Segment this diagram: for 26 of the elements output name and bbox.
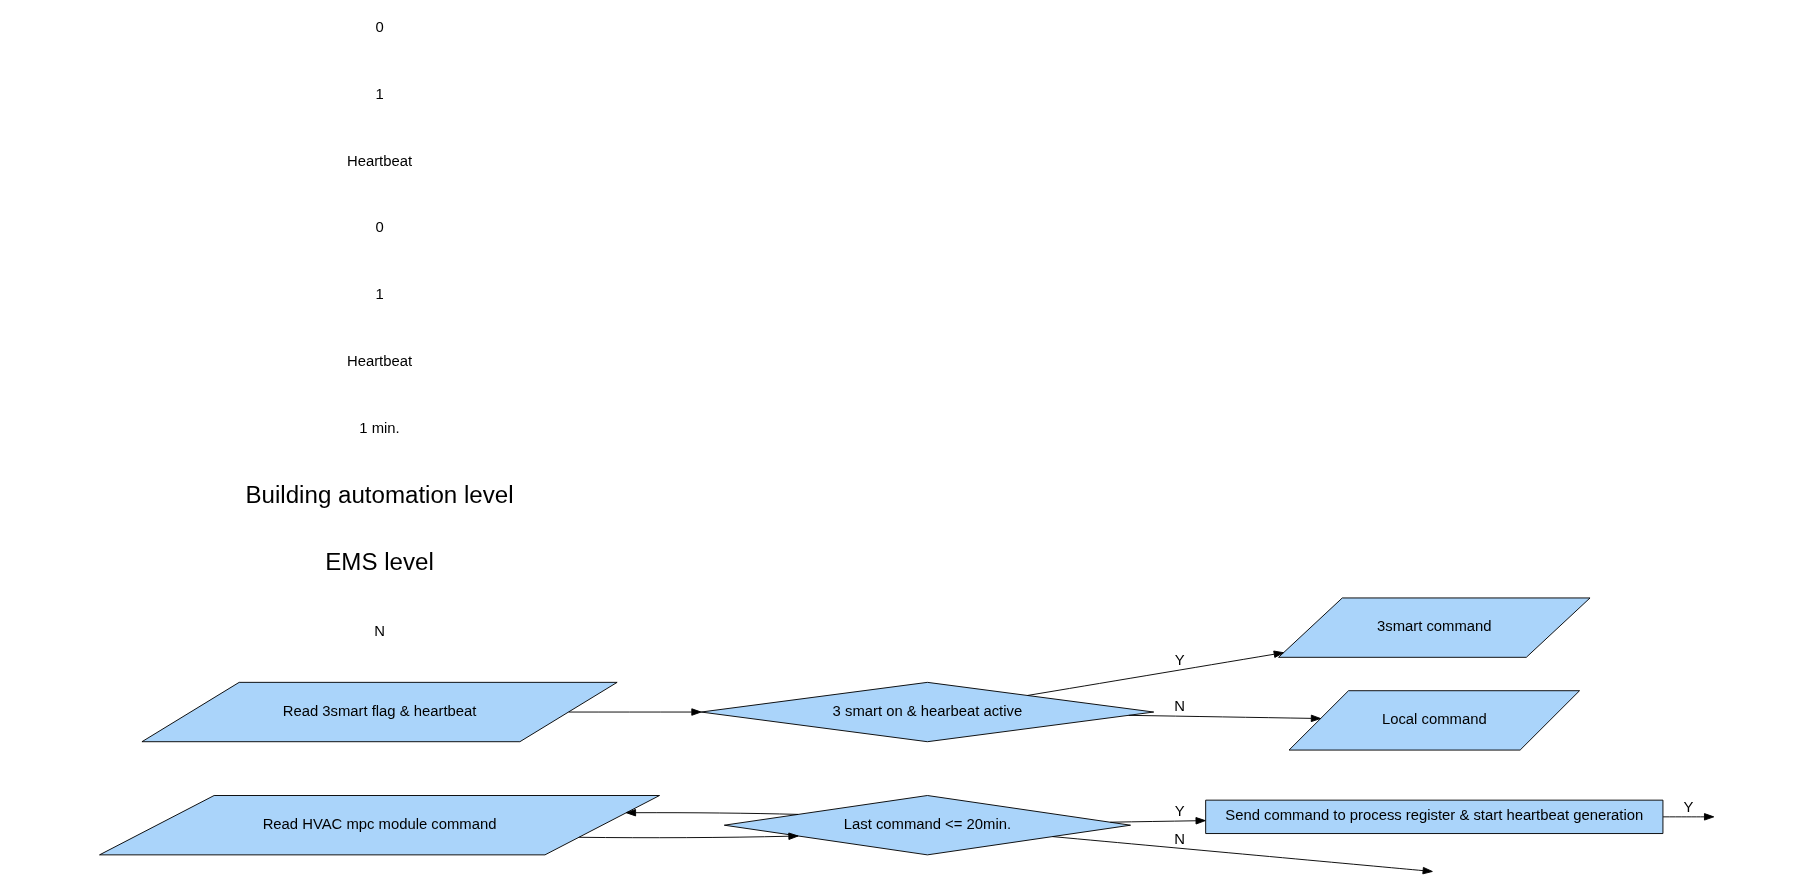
label: Heartbeat (346, 152, 412, 169)
edge-label: Y (1174, 802, 1185, 819)
edge-label: N (1173, 830, 1185, 847)
edge-label: N (1173, 697, 1185, 714)
arrow (567, 708, 702, 716)
node-diamond: 3 smart on & hearbeat active (700, 681, 1154, 743)
arrow (1109, 817, 1206, 825)
label: EMS level (324, 548, 434, 576)
label: 0 (374, 18, 384, 35)
label: 1 (374, 286, 384, 303)
label: 1 min. (358, 419, 400, 436)
arrow (1662, 813, 1714, 821)
arrow (625, 809, 799, 817)
node-diamond: Last command <= 20min. (723, 795, 1131, 856)
arrow (578, 832, 799, 840)
label: 0 (374, 219, 384, 236)
arrow (1127, 714, 1321, 723)
label: N (373, 622, 385, 639)
label: Building automation level (245, 480, 514, 508)
label: 1 (374, 85, 384, 102)
arrow (1026, 650, 1284, 696)
arrow (1051, 836, 1433, 875)
node-box: Send command to process register & start heartbeat generation (1204, 799, 1663, 834)
edge-label: Y (1683, 799, 1693, 816)
label: Heartbeat (346, 352, 412, 369)
edge-label: Y (1174, 651, 1185, 668)
